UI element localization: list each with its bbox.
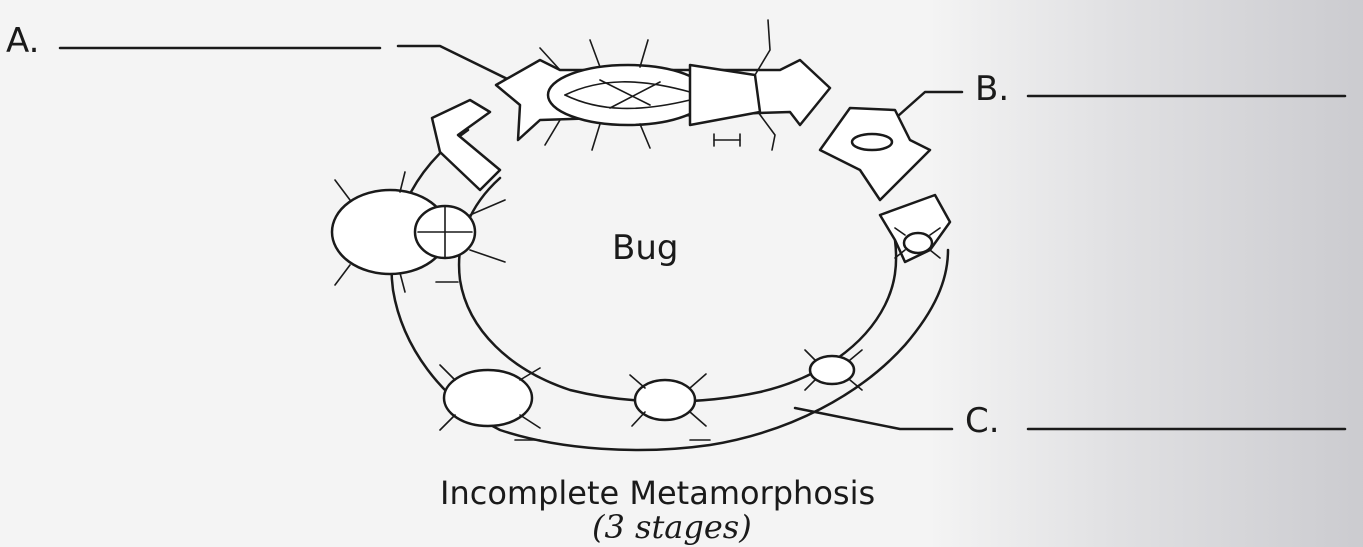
- nymph-icon: [440, 365, 540, 440]
- diagram-title: Incomplete Metamorphosis: [440, 474, 875, 512]
- label-a: A.: [6, 24, 39, 58]
- nymph-icon: [805, 350, 862, 390]
- nymph-icon: [630, 374, 710, 440]
- diagram-subtitle: (3 stages): [592, 508, 752, 546]
- egg-icon: [852, 134, 892, 150]
- cycle-arrow-right: [820, 108, 930, 200]
- cycle-arrow-left: [432, 100, 500, 190]
- label-b: B.: [975, 72, 1009, 106]
- label-c: C.: [965, 404, 1000, 438]
- diagram-center-label: Bug: [612, 228, 678, 268]
- adult-bug-icon: [540, 20, 775, 150]
